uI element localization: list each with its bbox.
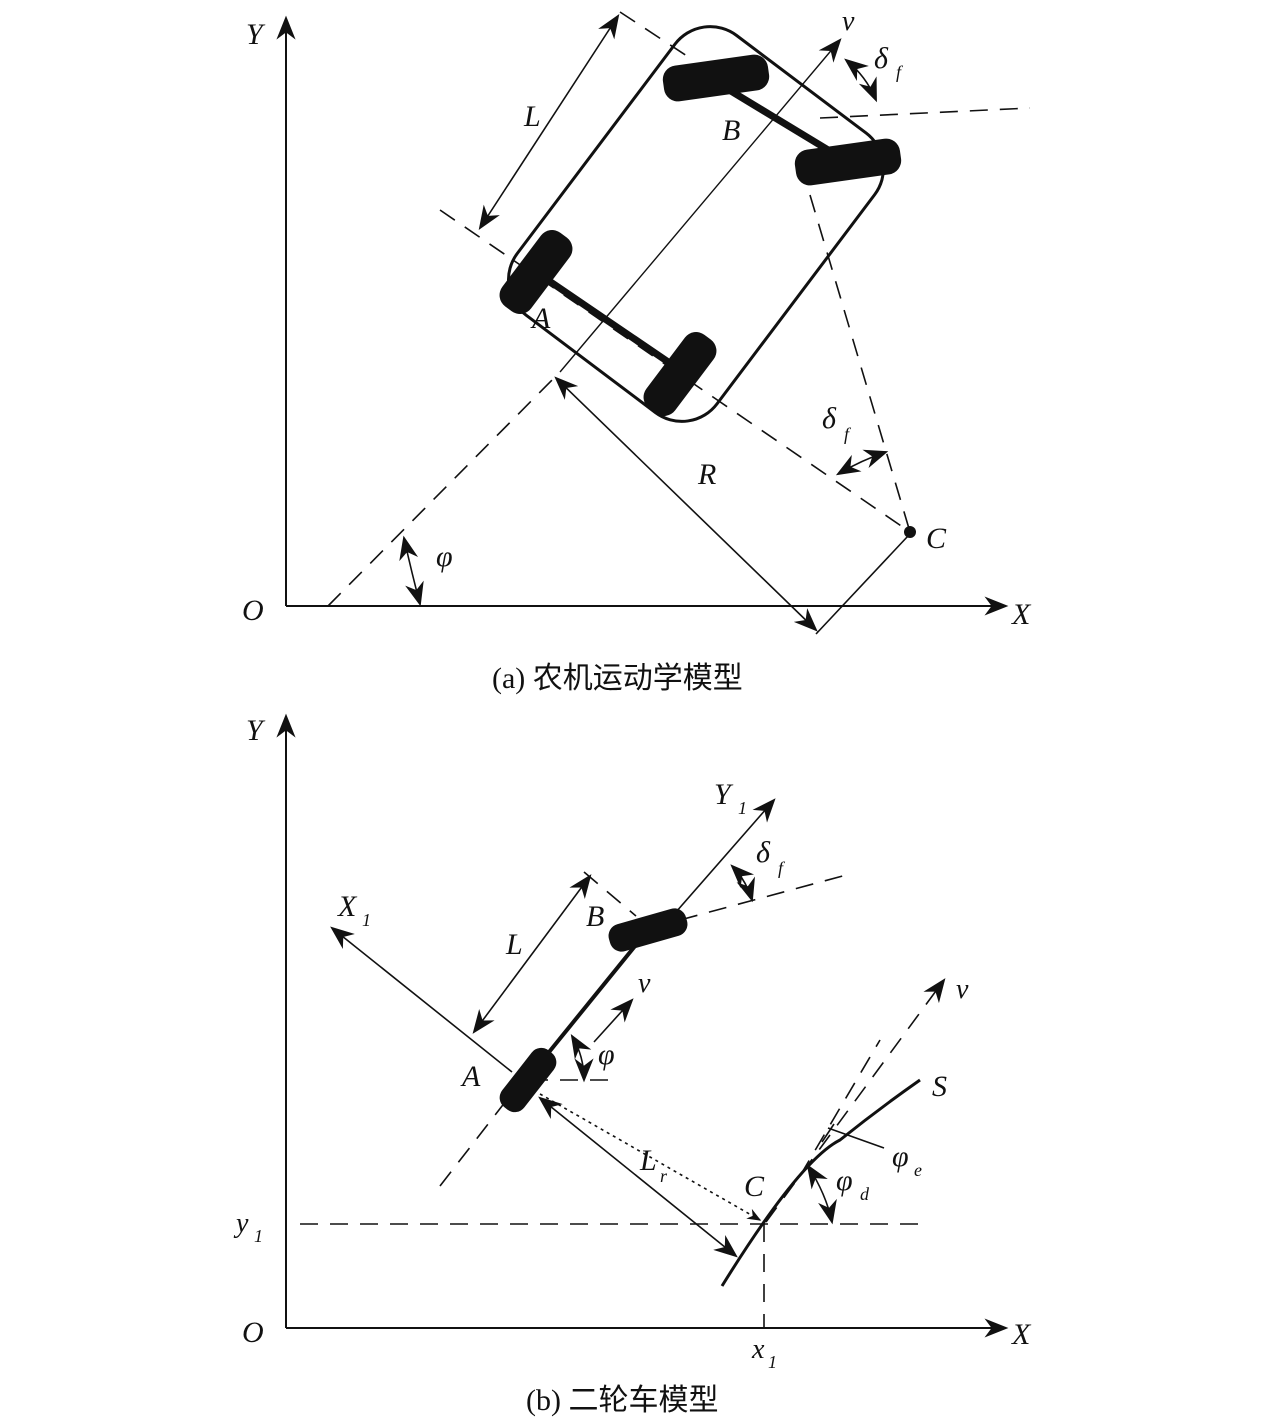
a-point-c-label: C [926, 522, 947, 555]
a-l-ref-top-dashed [619, 11, 691, 59]
b-wheelbase-label: L [505, 928, 523, 961]
figure-a: Y X O A B C L [242, 6, 1032, 695]
b-y1-axis-line [675, 798, 776, 913]
b-lookahead-sub: r [660, 1166, 668, 1186]
a-l-dimension-arrow [478, 13, 620, 231]
front-left-wheel [662, 54, 770, 102]
b-tangent-dashed-1 [765, 978, 946, 1223]
a-front-axle-dashed-line [809, 194, 911, 533]
a-origin-label: O [242, 594, 264, 627]
a-y-axis-label: Y [246, 18, 266, 51]
b-phi-d-label: φ [836, 1164, 853, 1197]
b-x1-tick-sub: 1 [768, 1352, 777, 1372]
b-path-label: S [932, 1070, 947, 1103]
b-phi-d-arc [806, 1163, 837, 1225]
b-y1-tick-label: y [233, 1208, 249, 1239]
b-path-curve [720, 1078, 921, 1287]
b-heading-arc [570, 1033, 594, 1083]
a-caption: (a) 农机运动学模型 [492, 662, 743, 695]
b-phi-e-leader [827, 1127, 885, 1149]
b-y-axis-label: Y [246, 714, 266, 747]
b-phi-d-sub: d [860, 1184, 870, 1204]
b-vehicle-velocity-arrow [593, 998, 634, 1043]
b-x1-axis-label: X [337, 890, 358, 923]
b-steer-sub: f [778, 858, 786, 878]
b-vehicle-velocity-label: v [638, 968, 651, 999]
a-steer-mid-sub: f [844, 424, 852, 444]
b-lookahead-arrow [538, 1096, 738, 1258]
b-steer-arc [730, 864, 755, 903]
b-l-dimension-arrow [472, 874, 592, 1034]
a-heading-label: φ [436, 540, 453, 573]
b-y1-tick-sub: 1 [254, 1226, 263, 1246]
b-origin-label: O [242, 1316, 264, 1349]
front-right-wheel [794, 138, 902, 186]
b-phi-e-tick [821, 1123, 835, 1143]
rear-axle [534, 269, 682, 373]
b-point-a-label: A [460, 1060, 481, 1093]
a-point-b-label: B [722, 114, 740, 147]
b-rear-wheel [499, 1047, 557, 1113]
b-front-wheel-dashed [679, 873, 851, 921]
rear-left-wheel [499, 230, 573, 314]
b-front-wheel [608, 908, 688, 952]
b-point-b-label: B [586, 900, 604, 933]
figure-b: Y X O y 1 x 1 X 1 Y 1 A B L [233, 713, 1032, 1417]
b-x1-axis-sub: 1 [362, 910, 371, 930]
b-path-velocity-label: v [956, 974, 969, 1005]
a-point-c-dot [904, 526, 916, 538]
b-tangent-dashed-2 [799, 1039, 881, 1177]
a-steer-top-arc [844, 58, 877, 103]
b-x1-axis-line [330, 926, 513, 1073]
a-r-dimension-arrow [554, 376, 818, 632]
a-radius-label: R [697, 458, 716, 491]
b-caption: (b) 二轮车模型 [526, 1384, 718, 1417]
a-steer-top-sub: f [896, 62, 904, 82]
a-wheelbase-label: L [523, 100, 541, 133]
b-heading-label: φ [598, 1038, 615, 1071]
a-steer-mid-arc [835, 449, 889, 476]
b-x1-tick-label: x [751, 1334, 765, 1365]
rear-right-wheel [643, 332, 717, 416]
a-r-ref-line [815, 535, 909, 635]
b-point-c-label: C [744, 1170, 765, 1203]
b-steer-label: δ [756, 836, 771, 869]
b-x-axis-label: X [1011, 1318, 1032, 1351]
b-y1-axis-label: Y [714, 778, 734, 811]
a-steer-top-label: δ [874, 42, 889, 75]
a-front-extension-dashed-line [819, 107, 1031, 119]
b-lookahead-label: L [639, 1144, 657, 1177]
a-point-a-label: A [530, 302, 551, 335]
a-heading-angle-arc [399, 535, 424, 607]
a-x-axis-label: X [1011, 598, 1032, 631]
a-steer-mid-label: δ [822, 402, 837, 435]
b-l-ref-dashed [583, 871, 637, 917]
b-y1-axis-sub: 1 [738, 798, 747, 818]
b-phi-e-sub: e [914, 1160, 922, 1180]
b-phi-e-label: φ [892, 1140, 909, 1173]
a-heading-dashed-line [327, 371, 561, 607]
a-velocity-label: v [842, 6, 855, 37]
